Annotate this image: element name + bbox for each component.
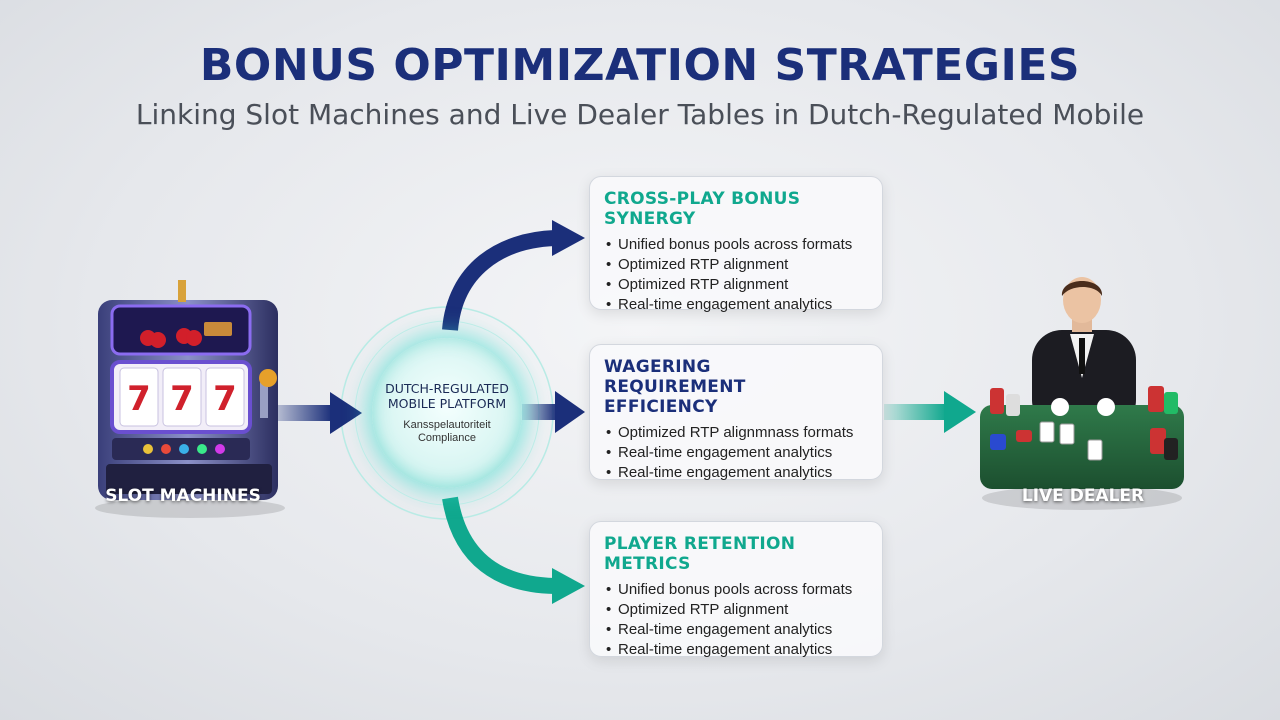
list-item: Real-time engagement analytics [604, 443, 868, 463]
card-list: Optimized RTP alignmnass formats Real-ti… [604, 423, 868, 483]
hub-sub-line2: Compliance [417, 432, 477, 444]
card-title: PLAYER RETENTION METRICS [604, 534, 796, 574]
list-item: Real-time engagement analytics [604, 463, 868, 483]
list-item: Unified bonus pools across formats [604, 580, 868, 600]
list-item: Real-time engagement analytics [604, 640, 868, 660]
slot-reel-1: 7 [127, 379, 151, 419]
card-list: Unified bonus pools across formats Optim… [604, 580, 868, 660]
slot-machines-label: SLOT MACHINES [105, 486, 261, 506]
slot-machine-icon [95, 280, 285, 518]
wagering-to-dealer-arrow [884, 391, 976, 433]
list-item: Real-time engagement analytics [604, 620, 868, 640]
card-title: CROSS-PLAY BONUS SYNERGY [604, 189, 801, 229]
hub-sub-line1: Kansspelautoriteit [403, 419, 491, 431]
card-wagering-requirement-efficiency: WAGERING REQUIREMENT EFFICIENCY Optimize… [589, 344, 883, 483]
slot-reel-2: 7 [170, 379, 194, 419]
live-dealer-label: LIVE DEALER [1021, 486, 1145, 506]
list-item: Optimized RTP alignment [604, 255, 868, 275]
hub-to-cross-play-arrow [442, 220, 585, 331]
hub-to-retention-arrow [442, 496, 585, 604]
slot-to-hub-arrow [270, 392, 362, 434]
hub-title-line2: MOBILE PLATFORM [387, 396, 507, 411]
list-item: Optimized RTP alignment [604, 600, 868, 620]
page-title: BONUS OPTIMIZATION STRATEGIES [199, 40, 1081, 91]
list-item: Optimized RTP alignmnass formats [604, 423, 868, 443]
slot-reel-3: 7 [213, 379, 237, 419]
card-player-retention-metrics: PLAYER RETENTION METRICS Unified bonus p… [589, 521, 883, 660]
card-list: Unified bonus pools across formats Optim… [604, 235, 868, 315]
card-cross-play-bonus-synergy: CROSS-PLAY BONUS SYNERGY Unified bonus p… [589, 176, 883, 315]
live-dealer-table-icon [980, 277, 1184, 510]
hub-to-wagering-arrow [522, 391, 585, 433]
hub-title-line1: DUTCH-REGULATED [385, 381, 509, 396]
page-subtitle: Linking Slot Machines and Live Dealer Ta… [135, 98, 1145, 131]
list-item: Unified bonus pools across formats [604, 235, 868, 255]
list-item: Real-time engagement analytics [604, 295, 868, 315]
card-title: WAGERING REQUIREMENT EFFICIENCY [604, 357, 746, 417]
list-item: Optimized RTP alignment [604, 275, 868, 295]
hub-platform-node: DUTCH-REGULATED MOBILE PLATFORM Kansspel… [372, 338, 522, 488]
